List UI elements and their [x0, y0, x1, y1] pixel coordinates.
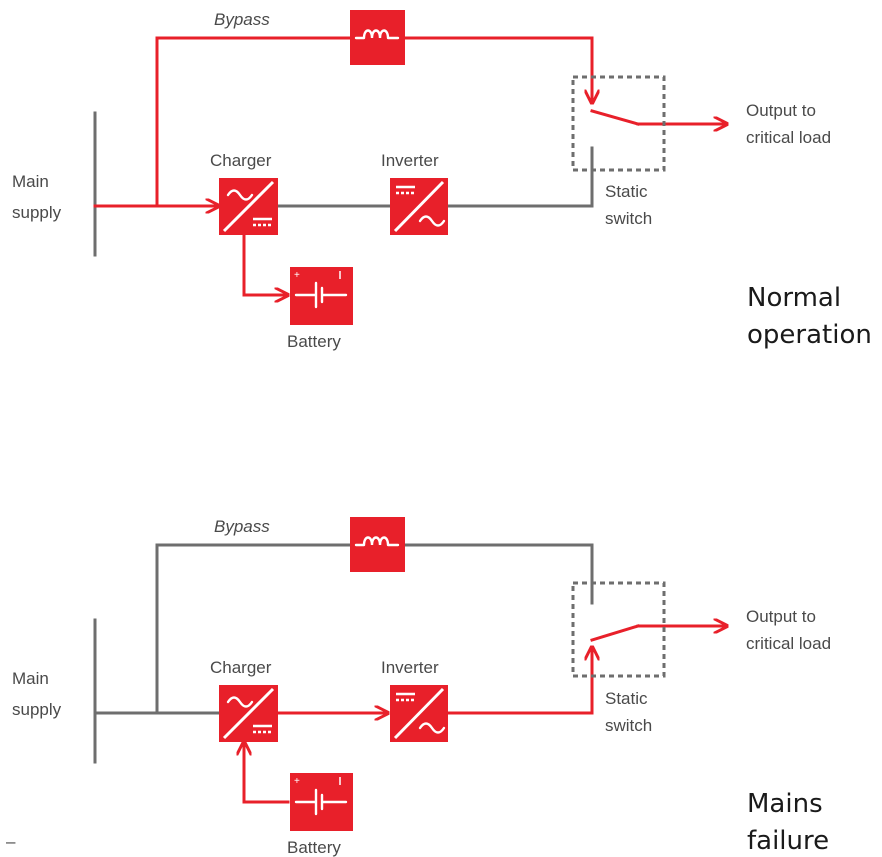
battery-icon: +: [290, 773, 353, 831]
static-switch-label-line1: Static: [605, 689, 648, 708]
bypass-label: Bypass: [214, 517, 270, 536]
switch-lever: [590, 109, 640, 126]
caption-mains-line2: failure: [747, 826, 829, 856]
panel-normal-operation: + Bypass Charger Inverter Battery Main s…: [12, 10, 872, 351]
bypass-coil-icon: [350, 517, 405, 572]
panel-mains-failure: + Bypass Charger Inverter Battery Main s…: [12, 517, 831, 857]
bypass-label: Bypass: [214, 10, 270, 29]
svg-text:+: +: [294, 270, 300, 281]
svg-text:+: +: [294, 776, 300, 787]
battery-label: Battery: [287, 332, 341, 351]
static-switch-label-line2: switch: [605, 716, 652, 735]
static-switch-box: [571, 581, 666, 678]
inverter-icon: [390, 685, 448, 742]
battery-to-charger-arrow: [244, 740, 290, 804]
charger-to-battery-arrow: [242, 232, 290, 295]
switch-lever: [590, 624, 640, 642]
caption-normal-line1: Normal: [747, 283, 841, 313]
main-supply-label-line1: Main: [12, 669, 49, 688]
caption-normal-line2: operation: [747, 320, 872, 350]
footer-mark: –: [6, 832, 16, 851]
main-supply-label-line1: Main: [12, 172, 49, 191]
bypass-line-after-coil: [403, 543, 594, 605]
output-label-line2: critical load: [746, 634, 831, 653]
output-label-line2: critical load: [746, 128, 831, 147]
caption-mains-line1: Mains: [747, 789, 823, 819]
main-supply-label-line2: supply: [12, 203, 62, 222]
bypass-line-after-coil: [403, 36, 592, 105]
battery-icon: +: [290, 267, 353, 325]
output-label-line1: Output to: [746, 607, 816, 626]
static-switch-box: [571, 75, 666, 172]
inverter-label: Inverter: [381, 151, 439, 170]
output-label-line1: Output to: [746, 101, 816, 120]
static-switch-label-line2: switch: [605, 209, 652, 228]
inverter-label: Inverter: [381, 658, 439, 677]
inverter-to-switch-arrow: [446, 645, 592, 715]
bypass-line: [155, 36, 352, 208]
inverter-icon: [390, 178, 448, 235]
main-supply-label-line2: supply: [12, 700, 62, 719]
charger-icon: [219, 685, 278, 742]
charger-label: Charger: [210, 151, 272, 170]
charger-icon: [219, 178, 278, 235]
bypass-line: [155, 543, 352, 715]
static-switch-label-line1: Static: [605, 182, 648, 201]
battery-label: Battery: [287, 838, 341, 857]
inverter-to-switch-line: [446, 146, 594, 208]
charger-label: Charger: [210, 658, 272, 677]
bypass-coil-icon: [350, 10, 405, 65]
